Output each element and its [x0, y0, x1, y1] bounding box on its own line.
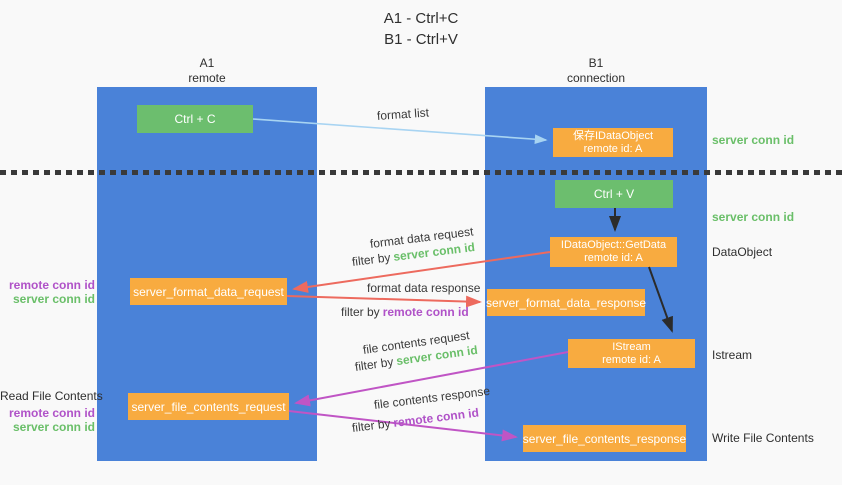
node-idataobject-getdata: IDataObject::GetData remote id: A	[550, 237, 677, 267]
remote-conn-id-keyword: remote conn id	[392, 405, 480, 430]
lane-a1-id: A1	[199, 56, 215, 70]
node-ctrl-c-label: Ctrl + C	[174, 112, 216, 126]
node-idataobject-getdata-line1: IDataObject::GetData	[560, 239, 667, 251]
phase-divider-dashed-line	[0, 170, 842, 175]
annotation-istream: Istream	[712, 348, 753, 362]
remote-conn-id-keyword: remote conn id	[382, 305, 469, 319]
annotation-read-file-contents: Read File Contents	[0, 389, 103, 403]
node-server-file-contents-response-label: server_file_contents_response	[522, 431, 687, 446]
filter-by-text: filter by	[351, 416, 392, 435]
lane-header-a1: A1 remote	[147, 56, 267, 86]
annotation-server-conn-id-mid: server conn id	[712, 210, 795, 224]
lane-header-b1: B1 connection	[536, 56, 656, 86]
filter-by-text: filter by	[341, 305, 380, 319]
node-save-idataobject-line2: remote id: A	[583, 142, 643, 155]
annotation-server-conn-id-top: server conn id	[712, 133, 795, 147]
annotation-server-conn-id-left-bottom: server conn id	[12, 420, 95, 434]
annotation-remote-conn-id-top: remote conn id	[8, 278, 95, 292]
annotation-dataobject: DataObject	[712, 245, 773, 259]
lane-a1-role: remote	[188, 71, 226, 85]
annotation-remote-conn-id-bottom: remote conn id	[8, 406, 95, 420]
node-server-file-contents-request-label: server_file_contents_request	[131, 399, 286, 414]
filter-by-text: filter by	[351, 250, 392, 269]
title-line-1: A1 - Ctrl+C	[383, 10, 459, 27]
lane-b1-id: B1	[588, 56, 604, 70]
annotation-server-conn-id-left-top: server conn id	[12, 292, 95, 306]
node-server-format-data-response-label: server_format_data_response	[485, 295, 647, 310]
node-save-idataobject: 保存IDataObject remote id: A	[553, 128, 673, 157]
edge-label-format-list: format list	[376, 105, 430, 123]
node-save-idataobject-line1: 保存IDataObject	[572, 129, 654, 142]
node-istream-line2: remote id: A	[602, 353, 661, 366]
node-server-format-data-request: server_format_data_request	[130, 278, 287, 305]
node-ctrl-c: Ctrl + C	[137, 105, 253, 133]
annotation-write-file-contents: Write File Contents	[712, 431, 814, 445]
node-server-format-data-request-label: server_format_data_request	[133, 284, 284, 299]
node-ctrl-v-label: Ctrl + V	[593, 187, 635, 201]
node-server-file-contents-response: server_file_contents_response	[523, 425, 686, 452]
node-ctrl-v: Ctrl + V	[555, 180, 673, 208]
node-istream-line1: IStream	[612, 340, 651, 353]
lane-b1-role: connection	[566, 71, 626, 85]
title-line-2: B1 - Ctrl+V	[384, 31, 458, 48]
edge-label-file-response-filter: filter byremote conn id	[351, 405, 479, 434]
node-istream: IStream remote id: A	[568, 339, 695, 368]
node-server-format-data-response: server_format_data_response	[485, 289, 647, 316]
diagram-title: A1 - Ctrl+C B1 - Ctrl+V	[0, 8, 842, 50]
filter-by-text: filter by	[354, 354, 395, 374]
node-server-file-contents-request: server_file_contents_request	[128, 393, 289, 420]
edge-label-format-data-response: format data response	[367, 281, 481, 295]
node-idataobject-getdata-line2: remote id: A	[584, 252, 643, 264]
